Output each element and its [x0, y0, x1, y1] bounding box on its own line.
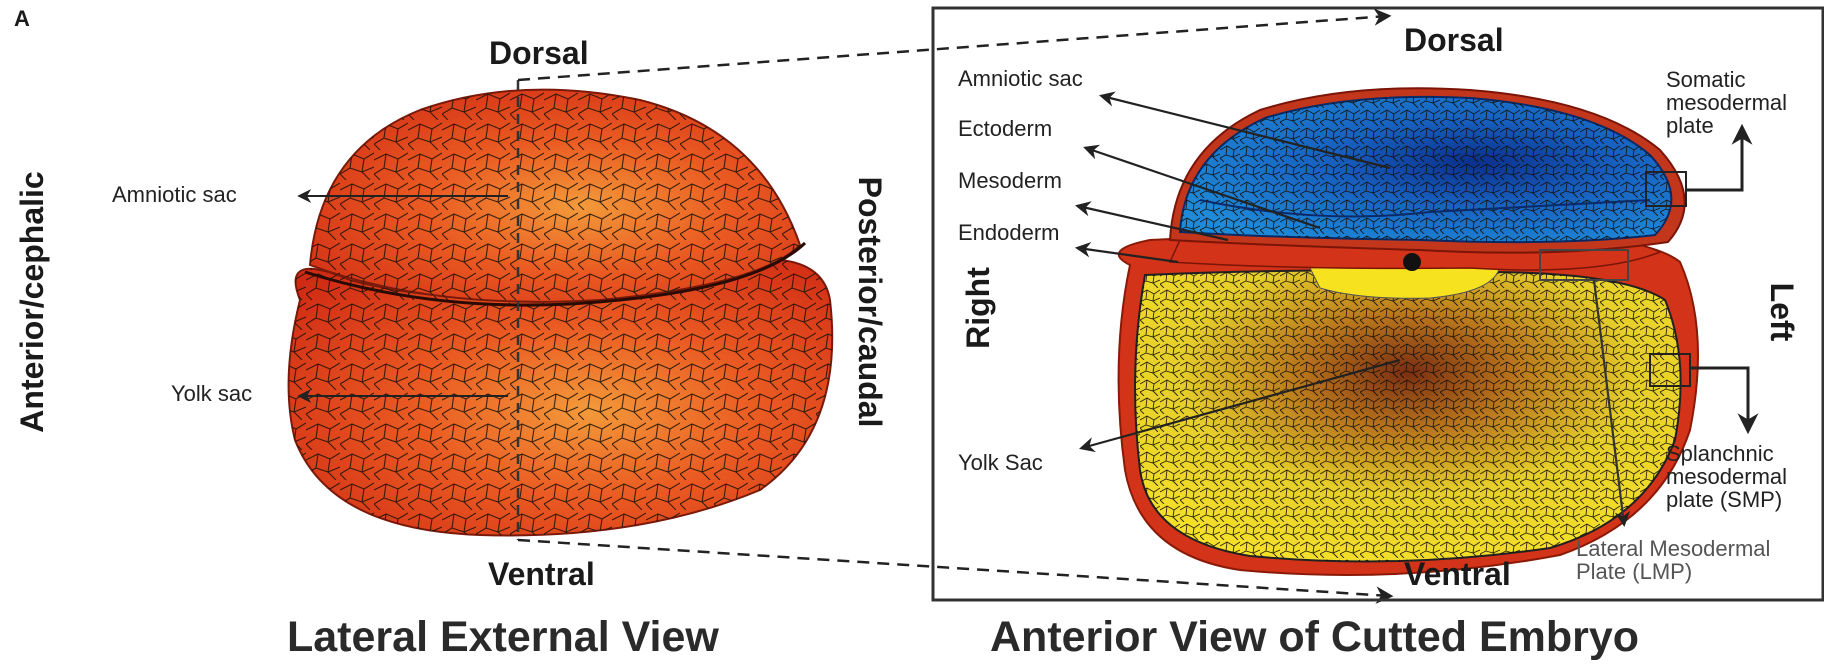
right-side-label: Right	[962, 267, 994, 349]
lateral-view-title: Lateral External View	[287, 616, 719, 659]
mesoderm-label: Mesoderm	[958, 170, 1062, 192]
left-side-label: Left	[1766, 283, 1798, 342]
anterior-dorsal-label: Dorsal	[1404, 24, 1504, 56]
somatic-mesodermal-plate-label: Somatic mesodermal plate	[1666, 68, 1816, 137]
lateral-embryo	[289, 90, 833, 536]
splanchnic-mesodermal-plate-label: Splanchnic mesodermal plate (SMP)	[1666, 442, 1821, 511]
panel-label: A	[14, 8, 30, 30]
anterior-view-title: Anterior View of Cutted Embryo	[990, 616, 1639, 659]
lateral-yolk-sac-label: Yolk sac	[171, 383, 252, 405]
lateral-amniotic-sac-label: Amniotic sac	[112, 184, 237, 206]
anterior-ventral-label: Ventral	[1404, 558, 1511, 590]
anterior-embryo	[1119, 88, 1698, 575]
ectoderm-label: Ectoderm	[958, 118, 1052, 140]
lateral-mesodermal-plate-label: Lateral Mesodermal Plate (LMP)	[1576, 537, 1816, 583]
lateral-dorsal-label: Dorsal	[489, 37, 589, 69]
anterior-cephalic-label: Anterior/cephalic	[16, 171, 48, 432]
anterior-amniotic-sac-label: Amniotic sac	[958, 68, 1083, 90]
endoderm-label: Endoderm	[958, 222, 1060, 244]
anterior-yolk-sac-label: Yolk Sac	[958, 452, 1043, 474]
posterior-caudal-label: Posterior/caudal	[854, 177, 886, 428]
lateral-ventral-label: Ventral	[488, 558, 595, 590]
